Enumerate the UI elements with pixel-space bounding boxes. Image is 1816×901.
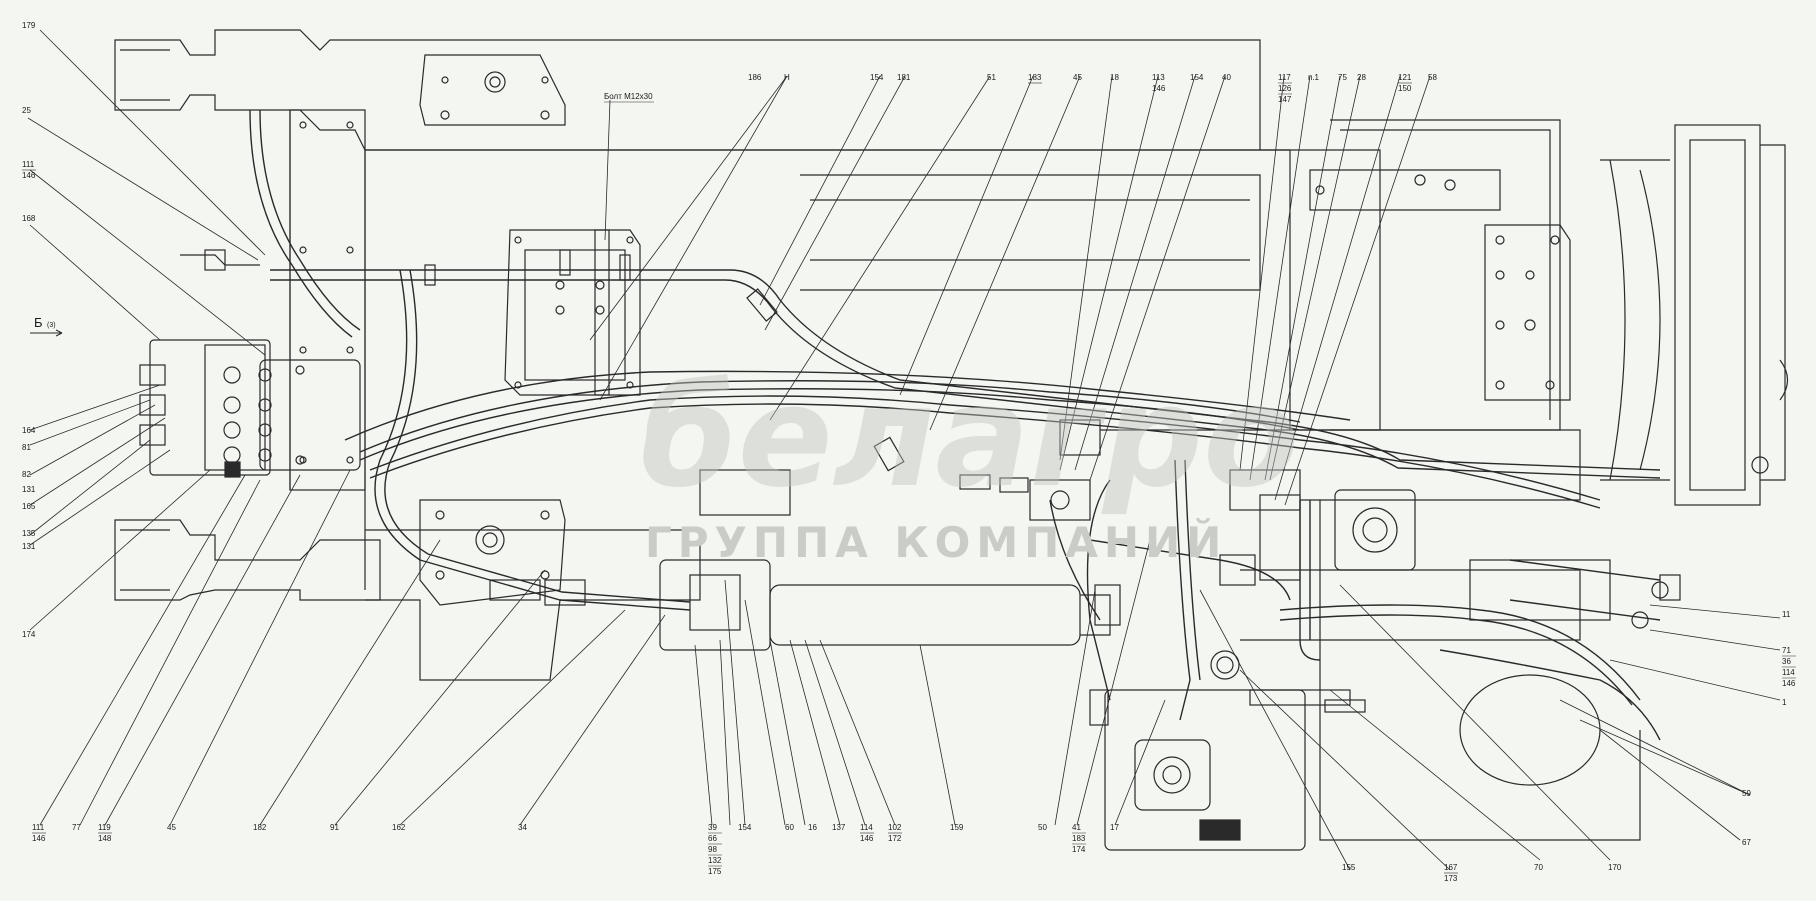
callout-label: 126 — [1278, 84, 1292, 93]
callout-label: 170 — [1608, 863, 1622, 872]
callout-label: 98 — [708, 845, 717, 854]
callout-label: 146 — [1782, 679, 1796, 688]
callout-label: 77 — [72, 823, 81, 832]
callout-label: 67 — [1742, 838, 1751, 847]
callout-label: 18 — [1110, 73, 1119, 82]
callout-label: 17 — [1110, 823, 1119, 832]
callout-label: 173 — [1444, 874, 1458, 883]
callout-label: 135 — [22, 529, 36, 538]
callout-label: 175 — [708, 867, 722, 876]
callout-label: 70 — [1534, 863, 1543, 872]
callout-label: 51 — [987, 73, 996, 82]
view-marker: Б (3) — [34, 315, 56, 330]
callout-label: 154 — [738, 823, 752, 832]
callout-label: 114 — [860, 823, 873, 832]
callout-label: 113 — [1152, 73, 1165, 82]
view-sheet-ref: (3) — [47, 322, 56, 329]
callout-label: 75 — [1338, 73, 1347, 82]
callout-label: 111 — [22, 160, 35, 169]
callout-label: 119 — [98, 823, 111, 832]
callout-label: 60 — [785, 823, 794, 832]
callout-label: 147 — [1278, 95, 1292, 104]
callout-label: 174 — [22, 630, 36, 639]
callout-label: 16 — [808, 823, 817, 832]
callout-label: 40 — [1222, 73, 1231, 82]
callout-label: 167 — [1444, 863, 1458, 872]
callout-label: 155 — [1342, 863, 1356, 872]
distributor-valve — [139, 249, 272, 478]
callout-label: 82 — [22, 470, 31, 479]
callout-label: 59 — [1742, 789, 1751, 798]
watermark-subtitle: ГРУППА КОМПАНИЙ — [645, 518, 1228, 567]
callout-label: 162 — [392, 823, 406, 832]
callout-label: 154 — [1190, 73, 1204, 82]
callout-label: 11 — [1782, 610, 1791, 619]
callout-label: 71 — [1782, 646, 1791, 655]
callout-label: 131 — [22, 542, 36, 551]
inspection-cover — [504, 229, 641, 396]
callout-label: 102 — [888, 823, 902, 832]
callout-label: 181 — [897, 73, 911, 82]
callout-label: 45 — [1073, 73, 1082, 82]
callout-label: 137 — [832, 823, 846, 832]
callout-label: 146 — [32, 834, 46, 843]
callout-label: 183 — [1072, 834, 1086, 843]
callout-label: 81 — [22, 443, 31, 452]
main-frame — [114, 29, 1641, 841]
callout-label: 146 — [860, 834, 874, 843]
callout-label: 39 — [708, 823, 717, 832]
callout-label: 183 — [1028, 73, 1042, 82]
hydraulic-pipes — [249, 109, 1661, 741]
callout-label: 132 — [708, 856, 722, 865]
callout-label: 91 — [330, 823, 339, 832]
callout-labels: 179 25 111 146 168 164 81 82 131 165 135… — [22, 21, 1796, 883]
callout-label: 28 — [1357, 73, 1366, 82]
callout-label: 45 — [167, 823, 176, 832]
callout-label: 148 — [98, 834, 112, 843]
callout-label: 164 — [22, 426, 36, 435]
callout-label: 117 — [1278, 73, 1291, 82]
callout-label: 121 — [1398, 73, 1412, 82]
callout-label: 172 — [888, 834, 902, 843]
callout-label: 146 — [1152, 84, 1166, 93]
callout-label: 25 — [22, 106, 31, 115]
callout-label: 58 — [1428, 73, 1437, 82]
callout-label: п.1 — [1308, 73, 1320, 82]
callout-label: 159 — [950, 823, 964, 832]
label-underlines — [22, 82, 1796, 874]
watermark-logo: белагро — [640, 356, 1300, 519]
view-label: Б — [34, 315, 43, 330]
callout-label: 168 — [22, 214, 36, 223]
callout-label: Н — [784, 73, 790, 82]
callout-label: 154 — [870, 73, 884, 82]
callout-label: 50 — [1038, 823, 1047, 832]
upper-bracket — [419, 54, 566, 126]
callout-label: 174 — [1072, 845, 1086, 854]
callout-label: 36 — [1782, 657, 1791, 666]
callout-label: 179 — [22, 21, 36, 30]
callout-label: 146 — [22, 171, 36, 180]
callout-label: 186 — [748, 73, 762, 82]
leader-lines — [27, 29, 1781, 871]
mounting-plate — [259, 109, 366, 491]
callout-label: 150 — [1398, 84, 1412, 93]
view-arrow — [30, 329, 63, 337]
callout-label: 131 — [22, 485, 36, 494]
callout-label: 1 — [1782, 698, 1787, 707]
pipe-fittings — [424, 249, 1681, 626]
lower-bracket — [419, 499, 566, 606]
callout-label: 114 — [1782, 668, 1795, 677]
callout-label: 34 — [518, 823, 527, 832]
callout-label: 41 — [1072, 823, 1081, 832]
gearbox-housing — [1600, 124, 1789, 506]
callout-label: 165 — [22, 502, 36, 511]
bolt-annotation: Болт М12х30 — [604, 92, 653, 101]
callout-label: 111 — [32, 823, 45, 832]
callout-label: 182 — [253, 823, 267, 832]
callout-label: 66 — [708, 834, 717, 843]
side-plate — [1309, 169, 1571, 401]
